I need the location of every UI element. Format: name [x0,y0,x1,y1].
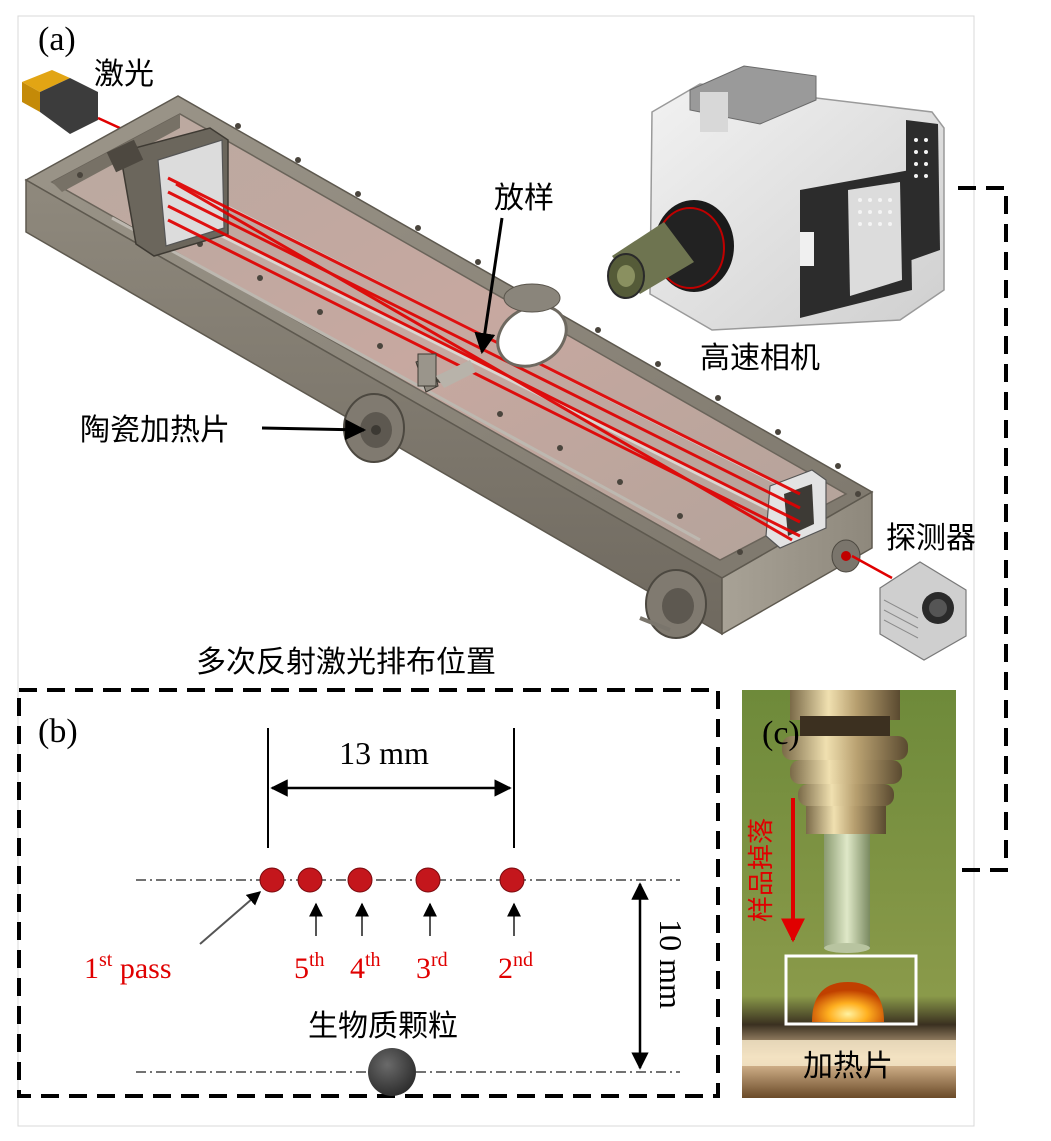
heater-label: 陶瓷加热片 [80,413,230,448]
laser-spot-1st [259,867,285,893]
panel-b-label: (b) [38,713,78,750]
panel-b-frame [17,688,720,1098]
photo-heater-label: 加热片 [803,1049,893,1084]
drop-label: 样品掉落 [747,818,777,922]
pass-3-label: 3rd [416,949,448,985]
camera-label: 高速相机 [700,341,820,376]
laser-spot-3rd [415,867,441,893]
panel-c-label: (c) [762,715,800,752]
biomass-particle [368,1048,416,1096]
detector [879,561,967,661]
pass-2-label: 2nd [498,949,533,985]
detector-label: 探测器 [886,521,976,556]
panel-c: 样品掉落 (c) 加热片 [742,690,956,1098]
heater-arrow [261,419,367,441]
pass-1-pointer [199,891,262,945]
panel-a-label: (a) [38,21,76,58]
panel-a: (a) 激光 [22,21,1008,872]
laser-source [22,70,147,142]
layout-caption: 多次反射激光排布位置 [196,645,496,680]
high-speed-camera [607,65,945,331]
sample-arrow [474,217,504,355]
pass-4-label: 4th [350,949,381,985]
panel-b: (b) 13 mm 10 mm 1st pass 5th 4th 3rd 2nd… [17,688,720,1098]
laser-label: 激光 [94,57,154,92]
dim-height-label: 10 mm [653,919,689,1009]
burning-sample [812,982,884,1022]
outer-frame [17,15,975,1127]
sample-label: 放样 [494,181,554,216]
heater-highlight-box [784,954,918,1026]
heater-port [343,393,405,463]
laser-spot-2nd [499,867,525,893]
laser-spot-4th [347,867,373,893]
laser-spot-5th [297,867,323,893]
pass-1-label: 1st pass [84,949,172,985]
pass-5-label: 5th [294,949,325,985]
laser-chamber [24,95,893,639]
particle-label: 生物质颗粒 [308,1009,458,1044]
dim-width-label: 13 mm [339,735,429,771]
